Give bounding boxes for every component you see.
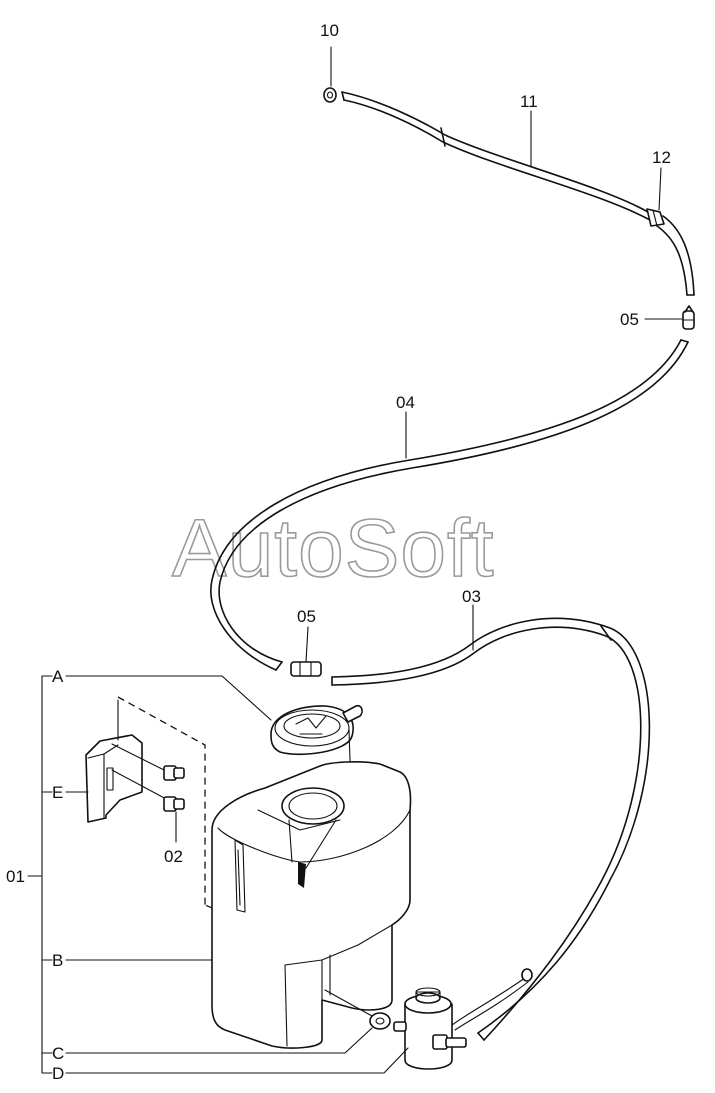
part-05-valve-upper bbox=[644, 305, 695, 330]
part-12-joint bbox=[646, 167, 695, 296]
assembly-01-bracket bbox=[27, 675, 409, 1074]
label-05-upper: 05 bbox=[620, 310, 639, 329]
part-03-hose bbox=[331, 604, 651, 1041]
label-sub-c: C bbox=[52, 1044, 64, 1063]
part-10-grommet bbox=[323, 46, 337, 103]
part-04-hose bbox=[210, 339, 689, 671]
label-11: 11 bbox=[520, 92, 538, 111]
washer-pump bbox=[393, 968, 533, 1070]
label-01: 01 bbox=[6, 867, 25, 886]
label-05-lower: 05 bbox=[297, 607, 316, 626]
label-03: 03 bbox=[462, 587, 481, 606]
label-12: 12 bbox=[652, 148, 671, 167]
label-02: 02 bbox=[164, 847, 183, 866]
label-04: 04 bbox=[396, 393, 415, 412]
label-sub-a: A bbox=[52, 667, 64, 686]
label-10: 10 bbox=[320, 21, 339, 40]
part-11-hose-upper bbox=[341, 91, 651, 221]
part-05-valve-lower bbox=[290, 626, 322, 677]
pump-grommet bbox=[324, 989, 391, 1030]
label-sub-b: B bbox=[52, 951, 63, 970]
washer-tank bbox=[211, 761, 412, 1049]
callout-labels: 10 11 12 05 04 05 03 02 01 A E B C D bbox=[6, 21, 671, 1083]
label-sub-d: D bbox=[52, 1064, 64, 1083]
label-sub-e: E bbox=[52, 783, 63, 802]
watermark: AutoSoft bbox=[172, 503, 495, 594]
part-02-bolts bbox=[111, 743, 185, 843]
